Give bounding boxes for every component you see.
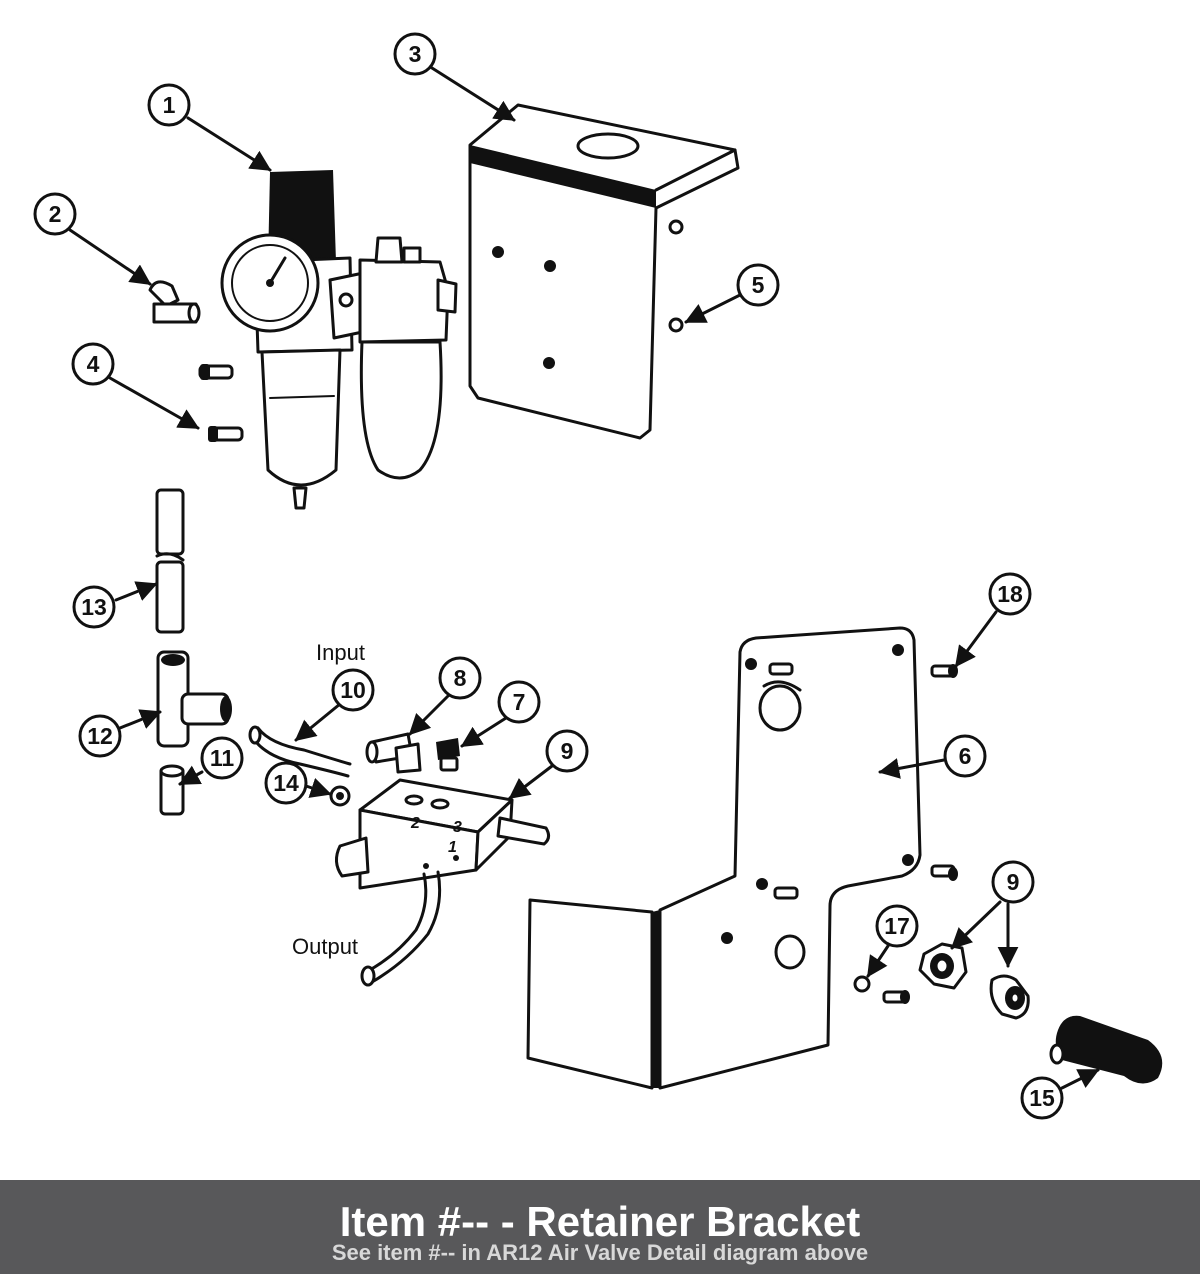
svg-text:13: 13 — [81, 594, 107, 620]
callout-6: 6 — [943, 734, 987, 778]
part-1-filter-regulator-assembly — [220, 170, 458, 510]
svg-text:10: 10 — [340, 677, 366, 703]
caption-subtitle: See item #-- in AR12 Air Valve Detail di… — [331, 1240, 869, 1265]
svg-text:15: 15 — [1029, 1085, 1055, 1111]
part-2-elbow-fitting — [148, 280, 201, 324]
svg-text:3: 3 — [409, 41, 422, 67]
valve-port-2-label: 2 — [410, 815, 420, 832]
svg-text:11: 11 — [210, 745, 235, 771]
part-6-valve-mounting-plate — [526, 626, 922, 1090]
part-8-elbow-fitting — [365, 732, 422, 774]
callout-7: 7 — [497, 680, 541, 724]
part-13-tube — [155, 488, 185, 634]
callout-10: 10 — [331, 668, 375, 712]
part-10-input-tubing — [248, 725, 352, 778]
callout-14: 14 — [264, 761, 308, 805]
svg-text:5: 5 — [752, 272, 765, 298]
part-12-tee-fitting — [156, 650, 232, 748]
input-label: Input — [316, 640, 365, 665]
part-9-nut-and-bushing — [918, 942, 1030, 1020]
svg-text:18: 18 — [997, 581, 1023, 607]
svg-text:14: 14 — [273, 770, 299, 796]
callout-12: 12 — [78, 714, 122, 758]
callout-13: 13 — [72, 585, 116, 629]
callout-5: 5 — [736, 263, 780, 307]
part-18-screws — [930, 664, 958, 881]
part-4-screws — [198, 364, 244, 442]
svg-text:8: 8 — [454, 665, 467, 691]
svg-text:12: 12 — [87, 723, 113, 749]
callout-8: 8 — [438, 656, 482, 700]
svg-text:6: 6 — [959, 743, 972, 769]
callout-18: 18 — [988, 572, 1032, 616]
valve-port-3-label: 3 — [453, 819, 462, 836]
callout-2: 2 — [33, 192, 77, 236]
svg-text:1: 1 — [163, 92, 176, 118]
svg-text:4: 4 — [87, 351, 100, 377]
part-15-handle — [1049, 1015, 1163, 1084]
svg-text:7: 7 — [513, 689, 526, 715]
svg-text:9: 9 — [1007, 869, 1020, 895]
callout-1: 1 — [147, 83, 191, 127]
part-14-washer — [329, 785, 351, 807]
caption-title: Item #-- - Retainer Bracket — [339, 1198, 861, 1245]
svg-text:17: 17 — [884, 913, 910, 939]
part-7-breather — [436, 738, 460, 772]
part-9-air-valve: 2 3 1 — [335, 778, 551, 890]
output-tubing — [360, 870, 442, 987]
output-label: Output — [292, 934, 358, 959]
part-11-plug — [159, 764, 185, 816]
part-3-mounting-bracket — [468, 103, 740, 440]
callout-9-nut: 9 — [991, 860, 1035, 904]
callout-15: 15 — [1020, 1076, 1064, 1120]
callout-3: 3 — [393, 32, 437, 76]
part-17-washer-screw — [853, 975, 910, 1004]
svg-text:2: 2 — [49, 201, 62, 227]
callout-leaders — [68, 66, 1100, 1090]
callout-9-valve: 9 — [545, 729, 589, 773]
svg-text:9: 9 — [561, 738, 574, 764]
callout-11: 11 — [200, 736, 244, 780]
callout-17: 17 — [875, 904, 919, 948]
exploded-parts-diagram: 2 3 1 — [33, 32, 1163, 1120]
valve-port-1-label: 1 — [448, 839, 457, 856]
caption-bar: Item #-- - Retainer Bracket See item #--… — [0, 1180, 1200, 1274]
callout-4: 4 — [71, 342, 115, 386]
